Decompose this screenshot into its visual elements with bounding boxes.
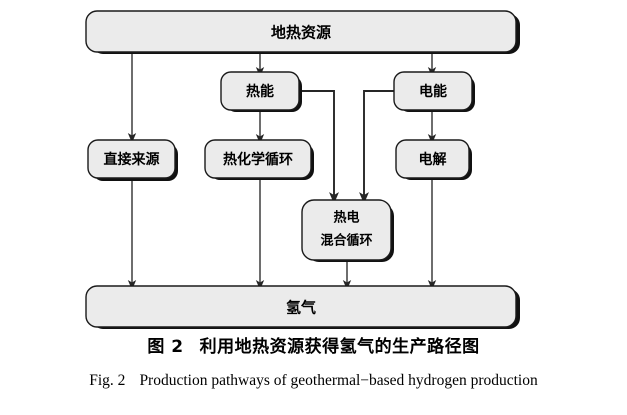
figure-caption-chinese: 图 2 利用地热资源获得氢气的生产路径图	[0, 332, 627, 357]
edge-electric-to-hybrid	[359, 90, 394, 204]
figure-caption-chinese-text: 利用地热资源获得氢气的生产路径图	[199, 337, 480, 357]
node-electric-energy[interactable]: 电能	[393, 71, 475, 112]
node-label-geothermal-resource: 地热资源	[271, 24, 331, 42]
node-label-direct-source: 直接来源	[104, 151, 160, 168]
figure-caption-english-text: Production pathways of geothermal−based …	[139, 372, 538, 389]
node-label-hybrid-cycle-line2: 混合循环	[320, 233, 372, 249]
figure-number-english: Fig. 2	[89, 372, 126, 389]
node-body	[395, 139, 470, 179]
node-label-thermal-energy: 热能	[246, 83, 274, 100]
node-body	[204, 139, 312, 179]
node-body	[87, 139, 176, 179]
node-label-electrolysis: 电解	[419, 151, 447, 168]
node-label-electric-energy: 电能	[419, 83, 447, 100]
node-body	[85, 10, 517, 53]
edge-thermal-to-hybrid	[299, 90, 339, 204]
node-label-hydrogen: 氢气	[286, 299, 316, 317]
figure-caption-english: Fig. 2 Production pathways of geothermal−…	[0, 372, 627, 390]
node-hydrogen[interactable]: 氢气	[85, 285, 520, 329]
node-body	[220, 71, 300, 111]
node-thermochemical-cycle[interactable]: 热化学循环	[204, 139, 314, 180]
flowchart-diagram: 地热资源 直接来源 热能 电能 热化学循环	[85, 10, 520, 329]
node-label-thermochemical-cycle: 热化学循环	[223, 151, 293, 168]
figure-number-chinese: 图 2	[147, 337, 184, 357]
node-body	[301, 199, 392, 261]
node-thermal-energy[interactable]: 热能	[220, 71, 302, 112]
node-electrolysis[interactable]: 电解	[395, 139, 472, 180]
node-direct-source[interactable]: 直接来源	[87, 139, 178, 181]
node-geothermal-resource[interactable]: 地热资源	[85, 10, 520, 54]
node-hybrid-cycle[interactable]: 热电 混合循环	[301, 199, 394, 262]
connector-group	[127, 52, 437, 290]
node-label-hybrid-cycle-line1: 热电	[333, 210, 359, 226]
node-body	[85, 285, 517, 328]
node-body	[393, 71, 473, 111]
